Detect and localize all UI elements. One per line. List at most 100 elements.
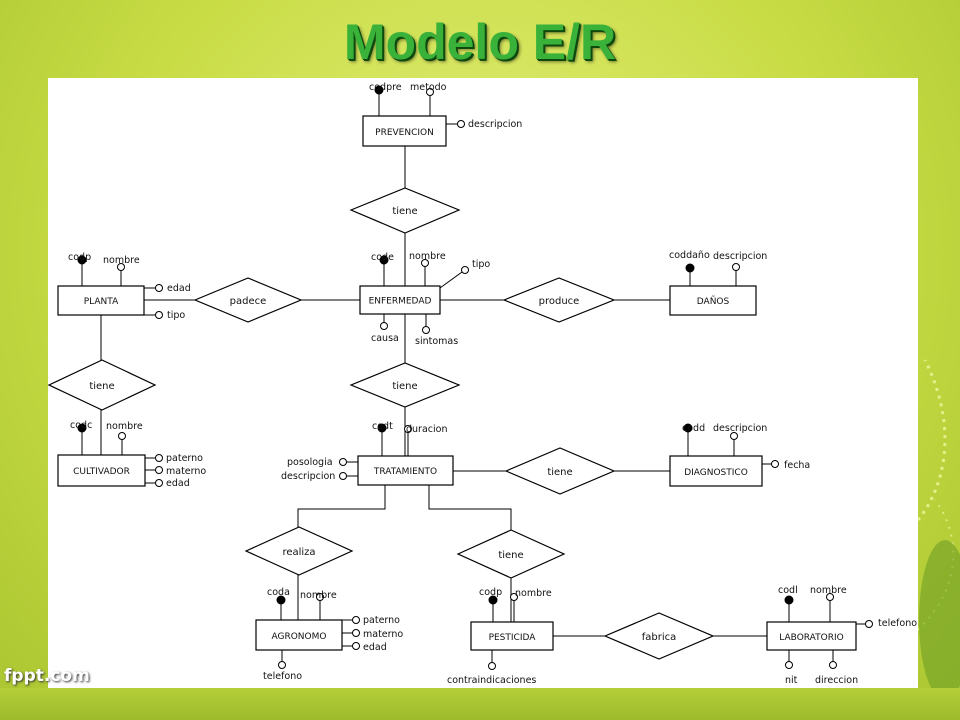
filled-dot-icon [784, 595, 794, 605]
relationship-tiene-prevencion: tiene [349, 187, 461, 234]
relationship-tiene-tratamiento: tiene [349, 362, 461, 408]
attr-enf-nombre: nombre [409, 251, 446, 262]
relationship-label: tiene [392, 206, 417, 217]
attr-agro-edad: edad [363, 642, 387, 653]
entity-label: DAÑOS [697, 296, 730, 307]
entity-label: AGRONOMO [272, 632, 327, 642]
attr-codpre: codpre [369, 82, 402, 93]
hollow-dot-icon [352, 642, 360, 650]
slide-title: Modelo E/R [343, 14, 617, 70]
hollow-dot-icon [732, 263, 740, 271]
hollow-dot-icon [422, 326, 430, 334]
hollow-dot-icon [404, 425, 412, 433]
attr-prev-descripcion: descripcion [468, 119, 522, 130]
hollow-dot-icon [316, 593, 324, 601]
attr-diag-descripcion: descripcion [713, 423, 767, 434]
attr-cult-nombre: nombre [106, 421, 143, 432]
filled-dot-icon [77, 255, 87, 265]
relationship-label: produce [539, 296, 580, 307]
attr-causa: causa [371, 333, 399, 344]
attr-metodo: metodo [410, 82, 447, 93]
relationship-label: fabrica [642, 632, 677, 643]
hollow-dot-icon [118, 432, 126, 440]
entity-enfermedad: ENFERMEDAD [359, 285, 441, 315]
relationship-label: realiza [282, 547, 315, 558]
hollow-dot-icon [488, 662, 496, 670]
entity-prevencion: PREVENCION [362, 115, 447, 147]
hollow-dot-icon [339, 472, 347, 480]
filled-dot-icon [488, 595, 498, 605]
attr-nit: nit [785, 675, 798, 686]
er-diagram-panel: PREVENCION PLANTA ENFERMEDAD DAÑOS CULTI… [48, 78, 918, 688]
hollow-dot-icon [155, 454, 163, 462]
filled-dot-icon [77, 423, 87, 433]
relationship-label: padece [230, 296, 267, 307]
attr-codl: codl [778, 585, 798, 596]
relationship-label: tiene [547, 467, 572, 478]
attr-agro-materno: materno [363, 629, 403, 640]
relationship-produce: produce [502, 277, 616, 323]
hollow-dot-icon [155, 284, 163, 292]
hollow-dot-icon [421, 259, 429, 267]
attr-codp: codp [68, 252, 91, 263]
entity-label: TRATAMIENTO [373, 467, 437, 477]
filled-dot-icon [377, 423, 387, 433]
attr-contraindicaciones: contraindicaciones [447, 675, 536, 686]
attribute-labels: codpre metodo descripcion codp nombre ed… [68, 82, 917, 686]
attr-danos-descripcion: descripcion [713, 251, 767, 262]
brand-logo: fppt.com [4, 666, 90, 686]
entity-pesticida: PESTICIDA [470, 621, 554, 651]
hollow-dot-icon [730, 432, 738, 440]
hollow-dot-icon [352, 616, 360, 624]
hollow-dot-icon [155, 479, 163, 487]
entity-agronomo: AGRONOMO [255, 619, 343, 651]
filled-dot-icon [374, 85, 384, 95]
entity-diagnostico: DIAGNOSTICO [669, 455, 763, 487]
hollow-dot-icon [426, 88, 434, 96]
attr-pest-nombre: nombre [515, 588, 552, 599]
relationship-tiene-cultivador: tiene [48, 359, 157, 411]
hollow-dot-icon [339, 458, 347, 466]
entity-label: PLANTA [84, 297, 119, 307]
attr-planta-nombre: nombre [103, 255, 140, 266]
attr-codd: codd [682, 423, 705, 434]
hollow-dot-icon [461, 266, 469, 274]
attribute-dots [117, 88, 873, 670]
hollow-dot-icon [278, 661, 286, 669]
entity-label: ENFERMEDAD [369, 297, 432, 307]
relationship-tiene-diagnostico: tiene [504, 447, 616, 495]
hollow-dot-icon [380, 322, 388, 330]
hollow-dot-icon [352, 629, 360, 637]
hollow-dot-icon [155, 311, 163, 319]
hollow-dot-icon [829, 661, 837, 669]
entity-label: PESTICIDA [489, 633, 537, 643]
attr-enf-tipo: tipo [472, 259, 490, 270]
entity-cultivador: CULTIVADOR [57, 454, 146, 487]
hollow-dot-icon [510, 593, 518, 601]
attr-trat-descripcion: descripcion [281, 471, 335, 482]
attr-coda: coda [267, 587, 290, 598]
connection-lines [81, 90, 866, 663]
attr-sintomas: sintomas [415, 336, 458, 347]
attr-direccion: direccion [815, 675, 858, 686]
filled-dot-icon [379, 255, 389, 265]
entity-label: CULTIVADOR [73, 467, 130, 477]
relationship-label: tiene [498, 550, 523, 561]
attr-posologia: posologia [287, 457, 333, 468]
hollow-dot-icon [155, 466, 163, 474]
attr-planta-edad: edad [167, 283, 191, 294]
entity-label: PREVENCION [375, 128, 434, 138]
attr-agro-telefono: telefono [263, 671, 302, 682]
attr-cult-materno: materno [166, 466, 206, 477]
relationship-padece: padece [193, 277, 303, 323]
entity-label: LABORATORIO [779, 633, 843, 643]
attr-duracion: duracion [406, 424, 447, 435]
relationship-label: tiene [392, 381, 417, 392]
entity-planta: PLANTA [57, 285, 145, 316]
relationship-tiene-pesticida: tiene [456, 529, 566, 579]
hollow-dot-icon [826, 593, 834, 601]
attr-fecha: fecha [784, 460, 810, 471]
hollow-dot-icon [865, 620, 873, 628]
footer-strip [0, 688, 960, 720]
entity-tratamiento: TRATAMIENTO [357, 455, 454, 486]
